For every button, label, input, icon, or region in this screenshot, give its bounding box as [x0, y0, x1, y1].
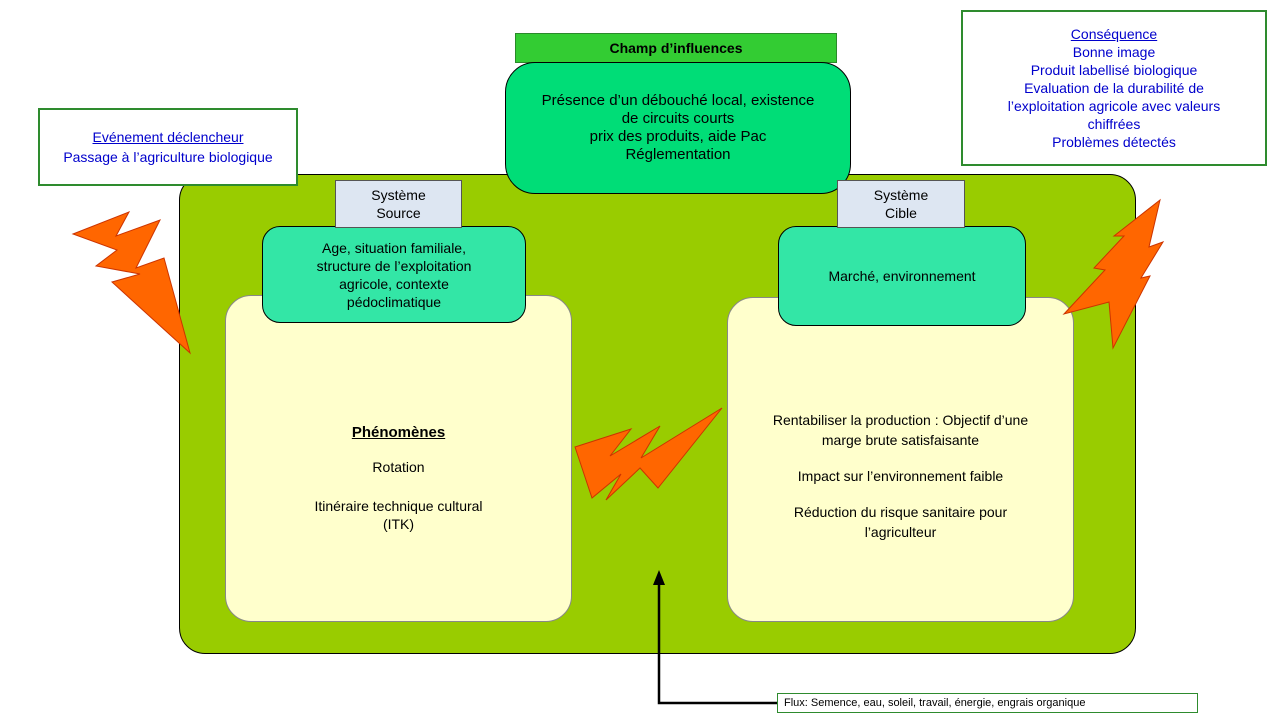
influence-header: Champ d’influences — [515, 33, 837, 63]
source-system-label-line1: Système — [371, 187, 426, 203]
objective-health-line2: l’agriculteur — [864, 523, 937, 540]
influence-line: Présence d’un débouché local, existence — [541, 92, 815, 109]
phenomena-item-itk-line2: (ITK) — [382, 516, 415, 532]
lightning-bolt-icon — [574, 407, 723, 501]
consequence-line: Evaluation de la durabilité de — [1024, 80, 1204, 96]
target-attribute-text: Marché, environnement — [828, 268, 976, 284]
source-attribute-line: structure de l’exploitation — [316, 257, 472, 274]
source-system-label: Système Source — [335, 180, 462, 228]
source-attribute-line: agricole, contexte — [339, 275, 449, 292]
consequence-line: l’exploitation agricole avec valeurs — [1007, 98, 1221, 114]
influence-line: de circuits courts — [621, 110, 735, 127]
source-system-label-line2: Source — [376, 205, 421, 221]
target-system-label-line1: Système — [873, 187, 929, 203]
phenomena-item-rotation: Rotation — [372, 459, 425, 475]
objective-health: Réduction du risque sanitaire pour l’agr… — [794, 502, 1007, 542]
objective-profitability: Rentabiliser la production : Objectif d’… — [773, 410, 1028, 450]
target-attributes-box: Marché, environnement — [778, 226, 1026, 326]
consequence-line: Produit labellisé biologique — [1030, 62, 1198, 78]
lightning-bolt-icon — [1062, 198, 1165, 350]
consequence-line: Problèmes détectés — [1052, 134, 1176, 150]
source-attribute-line: Age, situation familiale, — [322, 239, 466, 256]
objective-environment: Impact sur l’environnement faible — [797, 467, 1004, 484]
consequence-box: Conséquence Bonne image Produit labellis… — [961, 10, 1267, 166]
influence-header-text: Champ d’influences — [609, 40, 743, 56]
flux-arrow-line — [657, 584, 777, 705]
phenomena-item-itk-line1: Itinéraire technique cultural — [314, 498, 483, 514]
flux-label-box: Flux: Semence, eau, soleil, travail, éne… — [777, 693, 1198, 713]
flux-arrowhead-icon — [653, 570, 665, 585]
phenomena-box: Phénomènes Rotation Itinéraire technique… — [225, 295, 572, 622]
objective-profitability-line1: Rentabiliser la production : Objectif d’… — [772, 411, 1029, 428]
source-attribute-line: pédoclimatique — [346, 293, 442, 310]
lightning-bolt-icon — [71, 211, 191, 355]
influence-line: Réglementation — [625, 146, 731, 163]
consequence-line: chiffrées — [1087, 116, 1141, 132]
flux-label-text: Flux: Semence, eau, soleil, travail, éne… — [784, 697, 1086, 709]
target-system-label: Système Cible — [837, 180, 965, 228]
objective-health-line1: Réduction du risque sanitaire pour — [793, 503, 1008, 520]
objectives-box: Rentabiliser la production : Objectif d’… — [727, 297, 1074, 622]
influence-box: Présence d’un débouché local, existence … — [505, 62, 851, 194]
trigger-event-title[interactable]: Evénement déclencheur — [92, 129, 244, 145]
trigger-event-box: Evénement déclencheur Passage à l’agricu… — [38, 108, 298, 186]
influence-line: prix des produits, aide Pac — [589, 128, 767, 145]
objective-profitability-line2: marge brute satisfaisante — [821, 431, 980, 448]
phenomena-item-itk: Itinéraire technique cultural (ITK) — [314, 497, 482, 533]
target-system-label-line2: Cible — [885, 205, 917, 221]
consequence-line: Bonne image — [1072, 44, 1156, 60]
trigger-event-text: Passage à l’agriculture biologique — [63, 149, 273, 165]
source-attributes-box: Age, situation familiale, structure de l… — [262, 226, 526, 323]
phenomena-title: Phénomènes — [351, 424, 446, 441]
consequence-title[interactable]: Conséquence — [1070, 26, 1158, 42]
